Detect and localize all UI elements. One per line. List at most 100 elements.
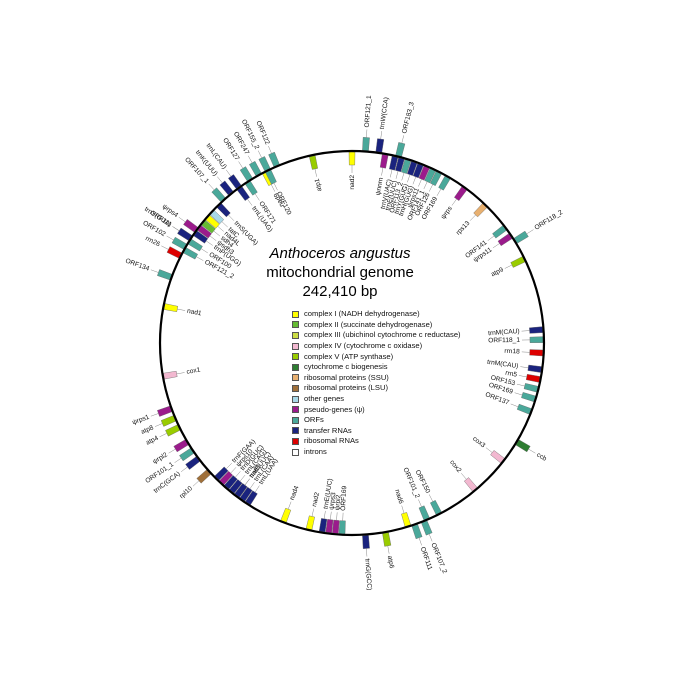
gene-block <box>375 138 385 153</box>
legend-label: ribosomal proteins (SSU) <box>304 372 389 382</box>
gene-label: ψrps <box>440 205 454 221</box>
legend-label: ribosomal RNAs <box>304 436 359 446</box>
gene-leader <box>520 366 529 369</box>
gene-leader <box>521 330 530 332</box>
gene-label: ORF183_3 <box>401 101 416 134</box>
gene-label: ψrps1 <box>131 414 150 427</box>
gene-leader <box>192 480 200 487</box>
gene-leader <box>161 245 169 250</box>
gene-leader <box>168 448 176 454</box>
gene-leader <box>412 176 417 185</box>
gene-label: nad2 <box>349 175 356 190</box>
gene-block <box>171 236 187 250</box>
gene-label: atp1 <box>314 178 324 192</box>
gene-label: nad2 <box>311 491 321 507</box>
gene-block <box>318 518 328 533</box>
gene-leader <box>150 413 159 417</box>
gene-leader <box>248 155 253 163</box>
legend-label: transfer RNAs <box>304 425 352 435</box>
gene-block <box>421 520 433 536</box>
gene-block <box>362 535 370 549</box>
legend-label: complex I (NADH dehydrogenase) <box>304 309 420 319</box>
gene-leader <box>166 235 174 241</box>
gene-leader <box>451 198 457 206</box>
gene-block <box>529 326 543 334</box>
gene-block <box>401 512 411 527</box>
gene-block <box>521 392 536 402</box>
gene-leader <box>311 508 315 517</box>
gene-block <box>183 247 198 260</box>
gene-leader <box>401 172 405 181</box>
gene-label: rpl10 <box>178 485 194 500</box>
legend-item: ribosomal proteins (SSU) <box>292 373 461 384</box>
gene-leader <box>461 473 467 480</box>
gene-leader <box>159 433 167 438</box>
gene-label: rrn5 <box>505 370 518 379</box>
legend-swatch <box>292 363 299 371</box>
gene-label: trnW(CCA) <box>379 97 390 130</box>
gene-block <box>268 151 280 167</box>
gene-label: rps13 <box>455 220 472 237</box>
gene-leader <box>436 188 442 196</box>
legend-swatch <box>292 342 299 350</box>
gene-block <box>430 500 442 515</box>
gene-label: rrn18 <box>504 348 520 356</box>
gene-leader <box>510 403 519 408</box>
legend-label: cytochrome c biogenesis <box>304 362 388 372</box>
gene-block <box>525 373 541 383</box>
gene-label: ψrpl2 <box>334 494 342 511</box>
gene-leader <box>401 135 405 144</box>
gene-leader <box>526 229 534 235</box>
gene-leader <box>254 193 260 201</box>
gene-leader <box>154 423 163 427</box>
gene-block <box>258 156 271 172</box>
gene-label: ORF118_2 <box>533 209 564 232</box>
gene-leader <box>217 176 223 184</box>
legend-swatch <box>292 416 299 424</box>
gene-block <box>418 505 430 521</box>
gene-block <box>280 507 292 523</box>
gene-block <box>166 246 182 259</box>
gene-leader <box>257 150 262 158</box>
gene-label: atp4 <box>145 435 160 447</box>
gene-leader <box>492 243 500 249</box>
legend-item: ORFs <box>292 415 461 426</box>
legend-item: ribosomal proteins (LSU) <box>292 383 461 394</box>
gene-leader <box>516 383 525 387</box>
gene-label: trnM(CAU) <box>488 328 520 337</box>
gene-label: atp9 <box>490 266 505 278</box>
map-title: Anthoceros angustus mitochondrial genome… <box>240 244 440 301</box>
gene-block <box>527 364 542 373</box>
gene-block <box>382 532 392 547</box>
legend-label: other genes <box>304 394 345 404</box>
gene-leader <box>504 264 513 269</box>
gene-leader <box>270 184 276 192</box>
gene-label: ORF107_2 <box>429 542 448 575</box>
legend-swatch <box>292 395 299 403</box>
gene-leader <box>226 169 232 177</box>
legend-label: pseudo-genes (ψ) <box>304 404 365 414</box>
gene-block <box>249 161 262 176</box>
gene-leader <box>209 235 217 241</box>
legend-item: ribosomal RNAs <box>292 436 461 447</box>
gene-label: ψnnrn <box>375 177 385 196</box>
gene-label: nad1 <box>186 308 202 318</box>
gene-label: ccb <box>535 451 548 462</box>
gene-block <box>510 256 526 268</box>
gene-block <box>305 515 315 530</box>
legend-label: complex IV (cytochrome c oxidase) <box>304 341 423 351</box>
gene-leader <box>221 221 228 228</box>
gene-leader <box>178 217 186 223</box>
gene-leader <box>366 548 368 557</box>
gene-label: nad6 <box>393 489 404 505</box>
legend-label: ribosomal proteins (LSU) <box>304 383 388 393</box>
legend-item: pseudo-genes (ψ) <box>292 404 461 415</box>
gene-leader <box>330 511 332 520</box>
gene-leader <box>418 537 422 546</box>
gene-leader <box>213 230 221 237</box>
gene-label: trnE(UUC) <box>323 478 335 509</box>
gene-leader <box>249 482 255 489</box>
legend-swatch <box>292 331 299 339</box>
legend-label: complex II (succinate dehydrogenase) <box>304 319 433 329</box>
gene-leader <box>381 167 384 176</box>
